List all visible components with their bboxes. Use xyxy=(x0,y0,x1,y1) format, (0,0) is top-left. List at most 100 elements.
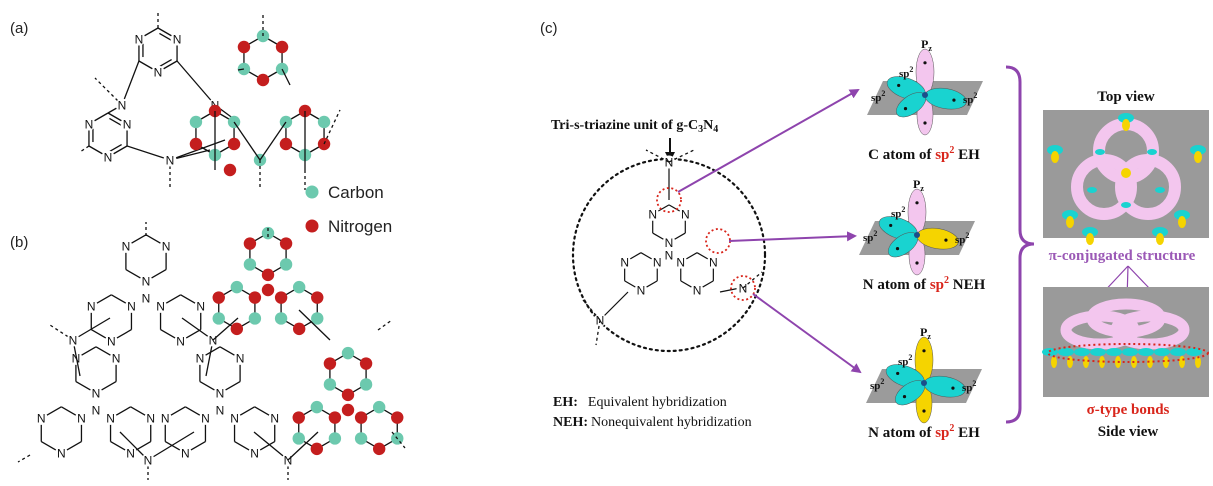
nitrogen-atom xyxy=(212,291,225,304)
n-label-bg xyxy=(141,453,155,467)
side-view-title: Side view xyxy=(1098,424,1159,440)
n-label-bg xyxy=(69,351,83,365)
lattice-bond xyxy=(287,431,319,461)
lone-pair-lobe xyxy=(1099,356,1105,368)
lone-pair-lobe xyxy=(1086,233,1094,245)
n-label-bg xyxy=(89,403,103,417)
sigma-lobe xyxy=(1152,227,1168,237)
lone-pair-lobe xyxy=(1194,151,1202,163)
n-label-bg xyxy=(144,411,158,425)
neh-definition: NEH:Nonequivalent hybridization xyxy=(553,415,752,430)
bridge-nitrogen: N xyxy=(284,453,293,467)
electron-dot xyxy=(897,83,901,88)
pz-label: Pz xyxy=(921,37,932,53)
bridge-bond xyxy=(126,145,171,161)
bridge-bond xyxy=(72,317,111,341)
sigma-lobe xyxy=(1074,348,1090,356)
sp2-label-right: sp2 xyxy=(962,379,976,394)
legend-nitrogen-label: Nitrogen xyxy=(328,217,392,236)
electron-dot xyxy=(902,395,907,399)
bridge-bond xyxy=(121,60,140,106)
legend-carbon-label: Carbon xyxy=(328,183,384,202)
sigma-lobe xyxy=(1147,149,1157,155)
ring-double-bond xyxy=(159,32,172,42)
sigma-bonds-label: σ-type bonds xyxy=(1087,402,1170,418)
n-label-bg xyxy=(66,333,80,347)
nitrogen-atom xyxy=(237,40,251,54)
carbon-atom xyxy=(243,258,257,271)
n-label-bg xyxy=(132,32,146,46)
nitrogen-atom xyxy=(279,237,293,250)
dangling-bond xyxy=(17,454,31,463)
n-label-bg xyxy=(109,351,123,365)
sp2-label-right: sp2 xyxy=(955,231,969,246)
ring-nitrogen: N xyxy=(104,150,113,164)
unit-nitrogen: N xyxy=(693,284,702,298)
heptazine-nitrogen: N xyxy=(146,412,155,426)
heptazine-nitrogen: N xyxy=(112,352,121,366)
carbon-atom xyxy=(372,400,386,414)
central-nitrogen-atom xyxy=(261,283,275,297)
panel-label-b: (b) xyxy=(10,234,28,251)
n-label-bg xyxy=(158,411,172,425)
lattice-bond xyxy=(298,309,331,341)
electron-dot xyxy=(922,349,926,353)
carbon-atom xyxy=(292,280,306,294)
arrow-to-c-atom xyxy=(677,89,860,193)
sigma-lobe xyxy=(1062,210,1078,220)
n-label-bg xyxy=(163,153,177,167)
nucleus xyxy=(922,92,928,98)
n-label-bg xyxy=(159,239,173,253)
ring-nitrogen: N xyxy=(173,32,182,46)
carbon-atom xyxy=(323,378,337,391)
heptazine-nitrogen: N xyxy=(230,412,239,426)
eh-definition: EH:Equivalent hybridization xyxy=(553,395,727,410)
n-label-bg xyxy=(618,255,632,269)
central-nitrogen: N xyxy=(92,403,101,417)
lone-pair-lobe xyxy=(1051,356,1057,368)
nitrogen-atom xyxy=(275,40,289,54)
carbon-atom xyxy=(212,312,225,325)
heptazine-nitrogen: N xyxy=(127,300,136,314)
lone-pair-lobe xyxy=(1195,356,1201,368)
heptazine-nitrogen: N xyxy=(236,352,245,366)
heptazine-nitrogen: N xyxy=(72,352,81,366)
lone-pair-lobe xyxy=(1179,356,1185,368)
carbon-atom xyxy=(359,378,373,391)
heptazine-nitrogen: N xyxy=(162,240,171,254)
heptazine-nitrogen: N xyxy=(196,352,205,366)
sigma-lobe xyxy=(1082,227,1098,237)
n-label-bg xyxy=(634,283,648,297)
bridge-bond xyxy=(147,431,195,461)
heptazine-nitrogen: N xyxy=(156,300,165,314)
n-label-bg xyxy=(193,351,207,365)
heptazine-nitrogen: N xyxy=(92,387,101,401)
center-atom xyxy=(1121,168,1131,178)
nitrogen-atom xyxy=(341,388,355,402)
n-label-bg xyxy=(151,65,165,79)
dangling-bond xyxy=(668,149,695,163)
sigma-lobe xyxy=(1090,348,1106,356)
carbon-atom xyxy=(310,400,324,414)
heptazine-nitrogen: N xyxy=(37,412,46,426)
heptazine-nitrogen: N xyxy=(201,412,210,426)
sigma-lobe xyxy=(1121,202,1131,208)
heptazine-nitrogen: N xyxy=(181,447,190,461)
pi-ring xyxy=(1115,154,1181,220)
lone-pair-lobe xyxy=(1067,356,1073,368)
sigma-lobe xyxy=(1190,145,1206,155)
heptazine-nitrogen: N xyxy=(216,387,225,401)
nucleus xyxy=(914,232,920,238)
electron-dot xyxy=(922,409,926,413)
heptazine-nitrogen: N xyxy=(196,300,205,314)
n-label-bg xyxy=(662,235,676,249)
carbon-atom xyxy=(230,280,244,294)
nitrogen-atom xyxy=(391,411,404,424)
n-label-bg xyxy=(228,411,242,425)
arrow-to-n-eh xyxy=(752,293,862,374)
carbon-atom xyxy=(341,346,355,360)
